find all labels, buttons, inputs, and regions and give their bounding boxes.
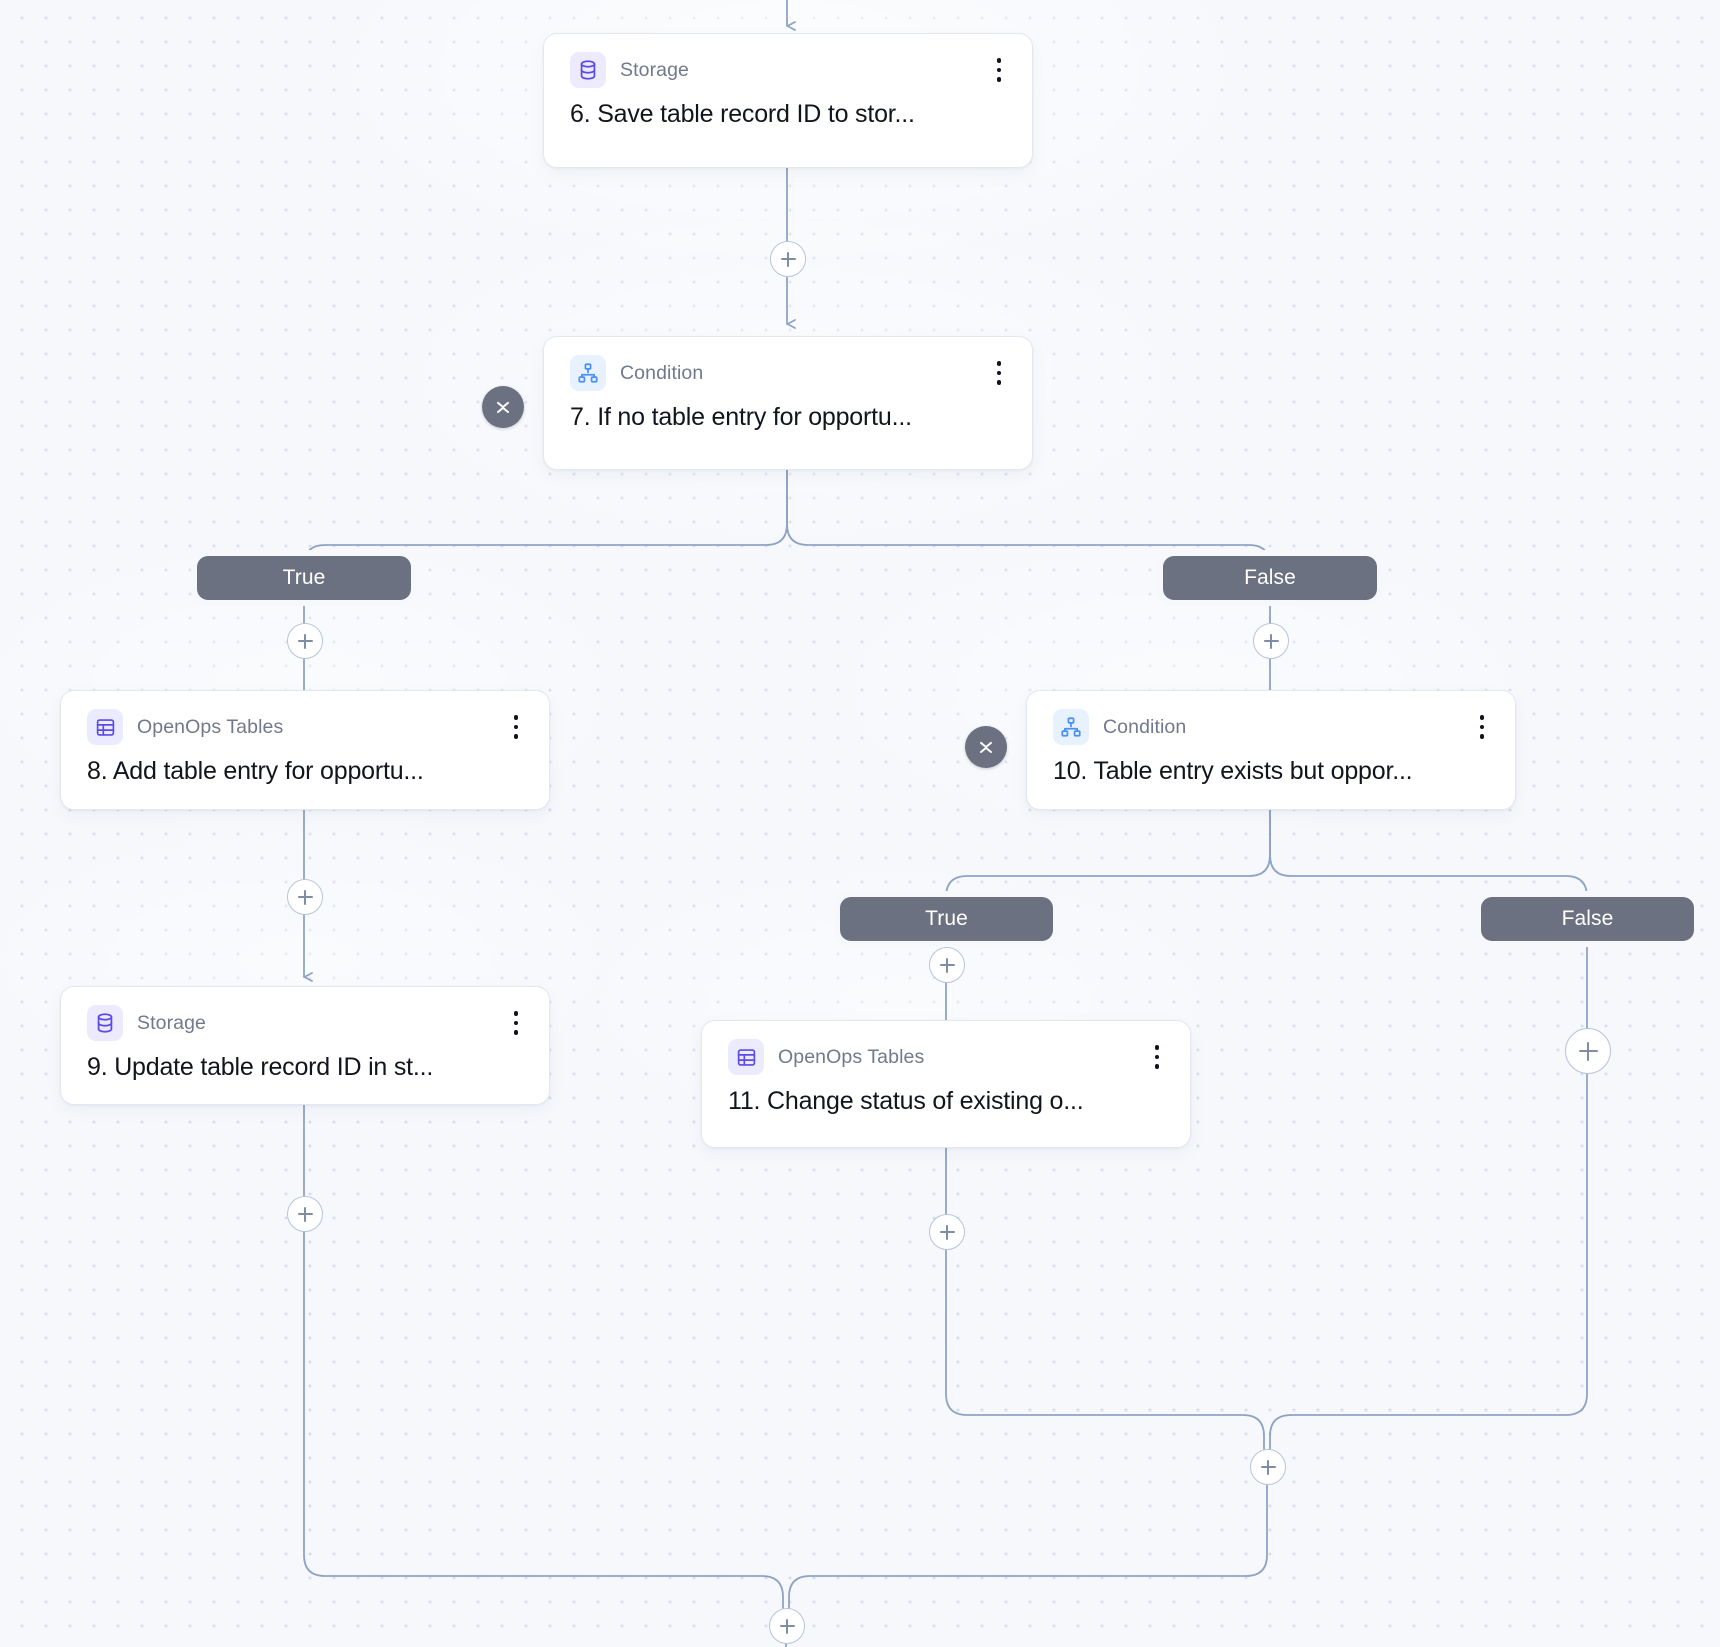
more-vertical-icon[interactable] — [988, 358, 1010, 388]
more-vertical-icon[interactable] — [1471, 712, 1493, 742]
add-step-button-after-step-9[interactable] — [287, 1196, 323, 1232]
node-piece-name: Storage — [137, 1011, 206, 1034]
node-header: Condition — [1053, 709, 1493, 745]
node-step-11[interactable]: OpenOps Tables 11. Change status of exis… — [701, 1020, 1191, 1148]
node-header: OpenOps Tables — [728, 1039, 1168, 1075]
branch-label-false-step-7[interactable]: False — [1163, 556, 1377, 600]
node-piece-name: OpenOps Tables — [778, 1045, 925, 1068]
add-step-button-after-step-11[interactable] — [929, 1214, 965, 1250]
node-step-10[interactable]: Condition 10. Table entry exists but opp… — [1026, 690, 1516, 810]
add-step-button-after-step-8[interactable] — [287, 879, 323, 915]
node-header: Condition — [570, 355, 1010, 391]
more-vertical-icon[interactable] — [505, 712, 527, 742]
node-header: Storage — [87, 1005, 527, 1041]
node-title: 10. Table entry exists but oppor... — [1053, 757, 1413, 785]
node-header: OpenOps Tables — [87, 709, 527, 745]
table-grid-icon — [87, 709, 123, 745]
branch-label-text: True — [925, 907, 968, 930]
more-vertical-icon[interactable] — [1146, 1042, 1168, 1072]
node-step-6[interactable]: Storage 6. Save table record ID to stor.… — [543, 33, 1033, 168]
more-vertical-icon[interactable] — [505, 1008, 527, 1038]
node-title: 8. Add table entry for opportu... — [87, 757, 424, 785]
add-step-button-branch-10-false[interactable] — [1565, 1028, 1611, 1074]
chevrons-collapse-icon — [497, 401, 509, 413]
table-grid-icon — [728, 1039, 764, 1075]
more-vertical-icon[interactable] — [988, 55, 1010, 85]
sitemap-icon — [1053, 709, 1089, 745]
add-step-button-branch-7-true[interactable] — [287, 623, 323, 659]
sitemap-icon — [570, 355, 606, 391]
node-header: Storage — [570, 52, 1010, 88]
node-title: 9. Update table record ID in st... — [87, 1053, 434, 1081]
add-step-button-after-step-6[interactable] — [770, 241, 806, 277]
collapse-button-step-10[interactable] — [965, 726, 1007, 768]
add-step-button-branch-10-true[interactable] — [929, 947, 965, 983]
node-piece-name: Condition — [1103, 715, 1187, 738]
node-piece-name: Condition — [620, 361, 704, 384]
branch-label-false-step-10[interactable]: False — [1481, 897, 1694, 941]
database-icon — [570, 52, 606, 88]
node-piece-name: Storage — [620, 58, 689, 81]
branch-label-true-step-10[interactable]: True — [840, 897, 1053, 941]
node-step-9[interactable]: Storage 9. Update table record ID in st.… — [60, 986, 550, 1105]
database-icon — [87, 1005, 123, 1041]
add-step-button-condition-10-merge[interactable] — [1250, 1449, 1286, 1485]
node-title: 6. Save table record ID to stor... — [570, 100, 915, 128]
branch-label-text: False — [1244, 566, 1296, 589]
chevrons-collapse-icon — [980, 741, 992, 753]
node-step-8[interactable]: OpenOps Tables 8. Add table entry for op… — [60, 690, 550, 810]
node-step-7[interactable]: Condition 7. If no table entry for oppor… — [543, 336, 1033, 470]
add-step-button-branch-7-false[interactable] — [1253, 623, 1289, 659]
branch-label-true-step-7[interactable]: True — [197, 556, 411, 600]
node-title: 11. Change status of existing o... — [728, 1087, 1084, 1115]
collapse-button-step-7[interactable] — [482, 386, 524, 428]
branch-label-text: True — [282, 566, 326, 589]
add-step-button-condition-7-merge[interactable] — [769, 1608, 805, 1644]
node-title: 7. If no table entry for opportu... — [570, 403, 912, 431]
branch-label-text: False — [1561, 907, 1614, 930]
node-piece-name: OpenOps Tables — [137, 715, 284, 738]
